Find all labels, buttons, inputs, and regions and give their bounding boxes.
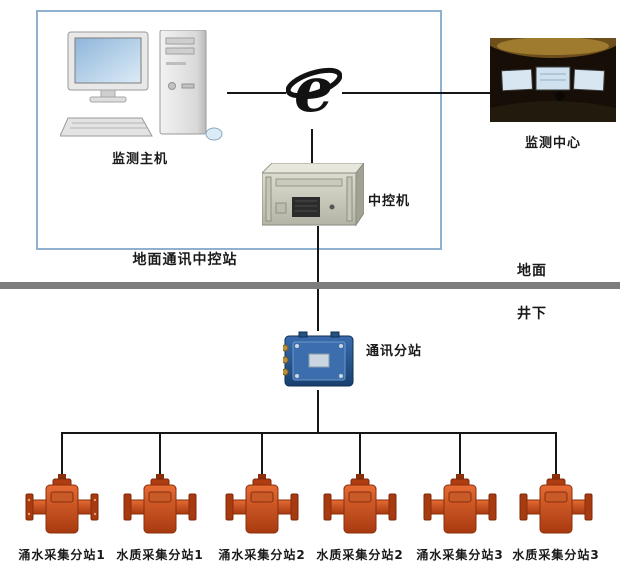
link-internet-controller bbox=[311, 128, 313, 164]
drop-line-4 bbox=[359, 432, 361, 475]
screen-center bbox=[535, 66, 571, 91]
internet-logo: e bbox=[286, 55, 342, 129]
device-label-3: 涌水采集分站2 bbox=[218, 548, 306, 562]
internet-e-icon: e bbox=[286, 55, 342, 126]
surface-divider bbox=[0, 282, 620, 289]
comm-substation-graphic bbox=[283, 331, 354, 387]
monitor-center-photo bbox=[490, 38, 616, 122]
drop-line-1 bbox=[61, 432, 63, 475]
drop-line-6 bbox=[555, 432, 557, 475]
device-graphic-2 bbox=[123, 474, 197, 534]
device-graphic-3 bbox=[225, 474, 299, 534]
ground-station-boundary bbox=[36, 10, 442, 250]
monitor-center-label: 监测中心 bbox=[524, 136, 581, 151]
device-graphic-5 bbox=[423, 474, 497, 534]
device-label-5: 涌水采集分站3 bbox=[416, 548, 504, 562]
screen-right bbox=[572, 68, 606, 92]
monitor-host-label: 监测主机 bbox=[111, 152, 168, 167]
vent-panel bbox=[292, 197, 320, 217]
cable-gland bbox=[283, 344, 289, 352]
substation-plate bbox=[308, 353, 330, 368]
drop-line-2 bbox=[159, 432, 161, 475]
link-controller-substation bbox=[317, 226, 319, 331]
device-label-4: 水质采集分站2 bbox=[316, 548, 404, 562]
monitor-host-graphic bbox=[60, 30, 223, 141]
bus-line bbox=[61, 432, 557, 434]
screen-left bbox=[500, 68, 534, 92]
link-host-internet-center bbox=[227, 92, 490, 94]
monitor-screen bbox=[74, 37, 142, 84]
rack-handle-left bbox=[265, 176, 272, 222]
drop-line-5 bbox=[459, 432, 461, 475]
computer-tower bbox=[159, 30, 207, 135]
surface-label: 地面 bbox=[517, 263, 547, 279]
underground-label: 井下 bbox=[517, 306, 547, 322]
device-graphic-4 bbox=[323, 474, 397, 534]
keyboard bbox=[60, 117, 153, 137]
device-graphic-1 bbox=[25, 474, 99, 534]
device-label-6: 水质采集分站3 bbox=[512, 548, 600, 562]
central-controller-label: 中控机 bbox=[368, 194, 411, 209]
link-substation-bus bbox=[317, 390, 319, 433]
central-controller-graphic bbox=[262, 163, 364, 227]
device-label-2: 水质采集分站1 bbox=[116, 548, 204, 562]
drop-line-3 bbox=[261, 432, 263, 475]
console-desk bbox=[490, 101, 616, 122]
ground-station-label: 地面通讯中控站 bbox=[132, 252, 238, 268]
device-label-1: 涌水采集分站1 bbox=[18, 548, 106, 562]
rack-handle-right bbox=[346, 176, 353, 222]
comm-substation-label: 通讯分站 bbox=[366, 344, 423, 359]
device-graphic-6 bbox=[519, 474, 593, 534]
mouse bbox=[205, 127, 223, 141]
